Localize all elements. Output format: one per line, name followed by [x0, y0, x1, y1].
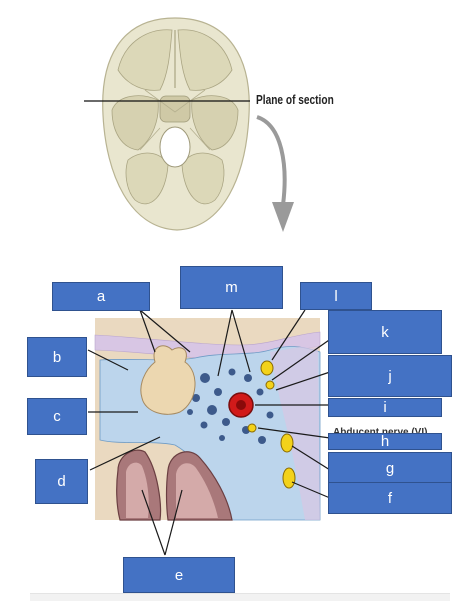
- answer-box-j[interactable]: j: [328, 355, 452, 397]
- answer-box-b[interactable]: b: [27, 337, 87, 377]
- answer-box-c[interactable]: c: [27, 398, 87, 435]
- pituitary-gland: [140, 345, 196, 415]
- bottom-scroll-strip: [30, 593, 450, 601]
- abducent-nerve-label: Abducent nerve (VI): [333, 427, 427, 438]
- answer-box-g[interactable]: g: [328, 452, 452, 484]
- plane-of-section-label: Plane of section: [256, 92, 334, 107]
- answer-box-l[interactable]: l: [300, 282, 372, 310]
- skull-base-illustration: [102, 17, 250, 231]
- answer-box-h[interactable]: h: [328, 433, 442, 450]
- leader-lines: [87, 309, 333, 556]
- answer-box-f[interactable]: f: [328, 482, 452, 514]
- answer-box-m[interactable]: m: [180, 266, 283, 309]
- abducent-nerve: [247, 423, 257, 433]
- oculomotor-nerve: [260, 360, 274, 376]
- maxillary-nerve: [282, 467, 296, 489]
- answer-box-e[interactable]: e: [123, 557, 235, 593]
- trochlear-nerve: [265, 380, 275, 390]
- answer-box-d[interactable]: d: [35, 459, 88, 504]
- answer-box-i[interactable]: i: [328, 398, 442, 417]
- cavernous-sinus-illustration: [94, 318, 321, 521]
- answer-box-a[interactable]: a: [52, 282, 150, 311]
- answer-box-k[interactable]: k: [328, 310, 442, 354]
- curved-arrow-icon: [256, 115, 294, 232]
- ophthalmic-nerve: [280, 433, 294, 453]
